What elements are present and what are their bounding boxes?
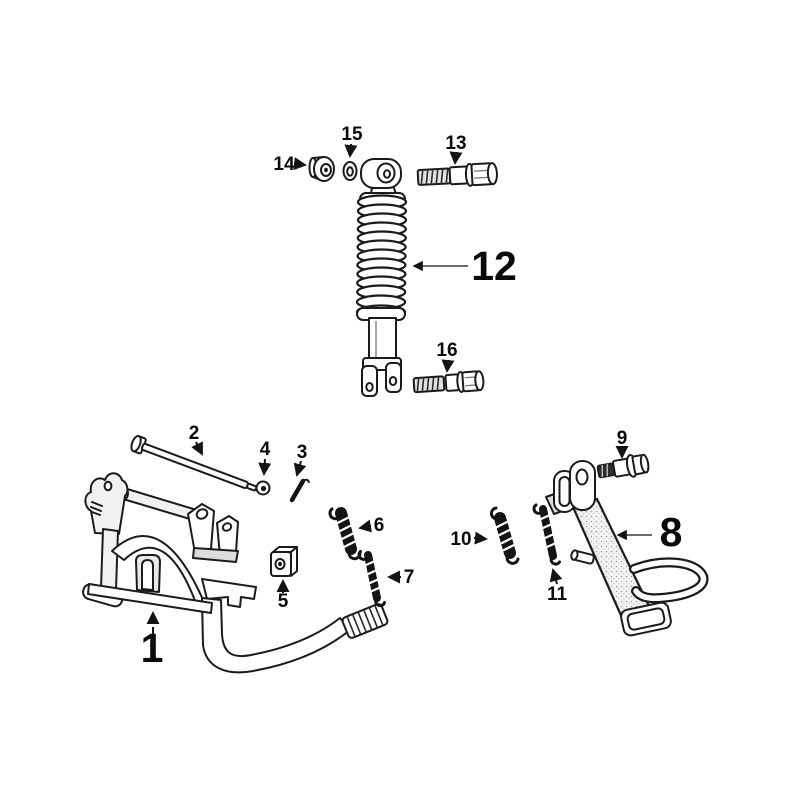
label-part-6: 6 (374, 515, 385, 536)
part-2-pivot-rod (130, 435, 258, 492)
label-part-3: 3 (297, 442, 308, 463)
part-7-stand-spring-long (357, 550, 386, 608)
leader-part-13 (449, 151, 463, 165)
label-part-5: 5 (278, 591, 289, 612)
leader-part-4 (258, 458, 272, 476)
leader-part-2 (191, 441, 203, 456)
side-stand-kick-loop (629, 557, 709, 604)
label-part-15: 15 (341, 124, 363, 145)
shock-spring-coils (355, 194, 408, 320)
part-6-stand-spring-short (328, 507, 362, 561)
label-part-14: 14 (273, 154, 295, 175)
label-part-16: 16 (436, 340, 457, 361)
part-15-spacer-ring (342, 161, 358, 181)
label-part-11: 11 (547, 584, 568, 605)
leader-part-6 (358, 519, 373, 533)
leader-part-11 (549, 568, 563, 585)
label-part-2: 2 (189, 423, 200, 444)
label-part-8: 8 (660, 509, 683, 555)
label-part-13: 13 (445, 133, 466, 154)
label-part-10: 10 (450, 529, 471, 550)
side-stand-foot-pad (620, 601, 672, 637)
part-11-side-stand-spring-long (532, 503, 561, 566)
part-1-center-stand (82, 472, 389, 674)
part-10-side-stand-spring-short (489, 506, 520, 565)
label-part-4: 4 (260, 439, 271, 460)
label-part-12: 12 (471, 243, 517, 289)
label-part-9: 9 (617, 428, 628, 449)
part-3-cotter-pin (289, 478, 310, 503)
part-12-shock-absorber (355, 158, 408, 397)
leader-part-16 (441, 359, 455, 373)
side-stand-pin (570, 549, 595, 565)
part-9-side-stand-bolt (596, 453, 650, 479)
leader-part-10 (473, 531, 488, 545)
stand-foot-pedal (341, 603, 389, 639)
part-5-rubber-stop (270, 546, 298, 577)
leader-part-3 (293, 460, 307, 477)
leader-part-15 (344, 143, 358, 158)
part-8-side-stand (545, 460, 709, 637)
leader-part-14 (293, 157, 307, 171)
part-13-upper-mount-bolt (416, 162, 498, 187)
label-part-7: 7 (404, 567, 415, 588)
part-14-washer (308, 156, 335, 182)
part-4-nut (255, 480, 271, 496)
part-16-lower-mount-bolt (412, 370, 485, 394)
label-part-1: 1 (141, 625, 164, 671)
